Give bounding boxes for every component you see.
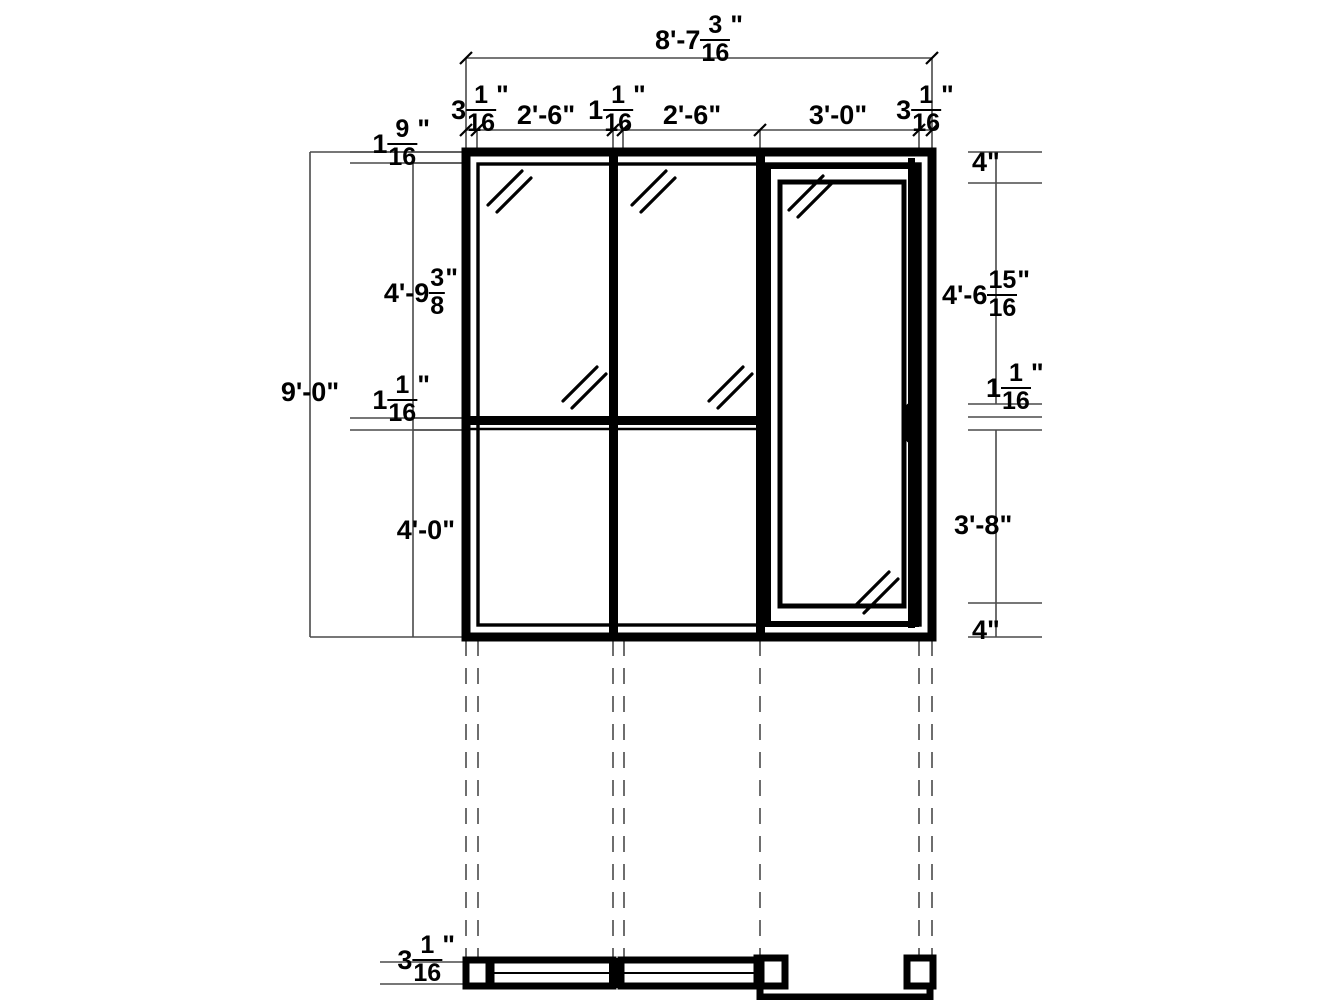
plan-section-group: [462, 954, 937, 1000]
mid-rail: [470, 416, 762, 425]
plan-door-jamb: [753, 954, 789, 990]
mullion-center: [609, 156, 618, 633]
dim-top-lite-1: 2'-6": [516, 100, 576, 131]
dim-top-door: 3'-0": [808, 100, 868, 131]
elevation-frame-group: [461, 147, 937, 642]
door-leaf: [765, 163, 919, 627]
dim-lower-lite-height: 4'-0": [396, 515, 455, 546]
door-glass-opening: [777, 179, 907, 609]
dim-overall-height: 9'-0": [280, 377, 340, 408]
plan-door-sill: [756, 986, 934, 1000]
mullion-door-jamb: [756, 156, 765, 633]
dim-door-bottom-rail: 4": [972, 615, 1000, 646]
dimension-lines: [309, 57, 1042, 985]
dim-door-lower-panel: 3'-8": [954, 510, 1013, 541]
projection-lines: [465, 640, 933, 958]
door-lock-stile: [908, 158, 915, 628]
door-pull-handle: [906, 403, 915, 443]
dim-door-head-rail: 4": [972, 147, 1000, 178]
glazing-marks: [486, 169, 900, 615]
inner-frame-line: [476, 162, 922, 627]
dimension-ticks: [459, 51, 939, 137]
plan-right-jamb: [903, 954, 937, 990]
outer-frame: [461, 147, 937, 642]
dim-top-lite-2: 2'-6": [662, 100, 722, 131]
plan-infill-2: [617, 956, 765, 990]
